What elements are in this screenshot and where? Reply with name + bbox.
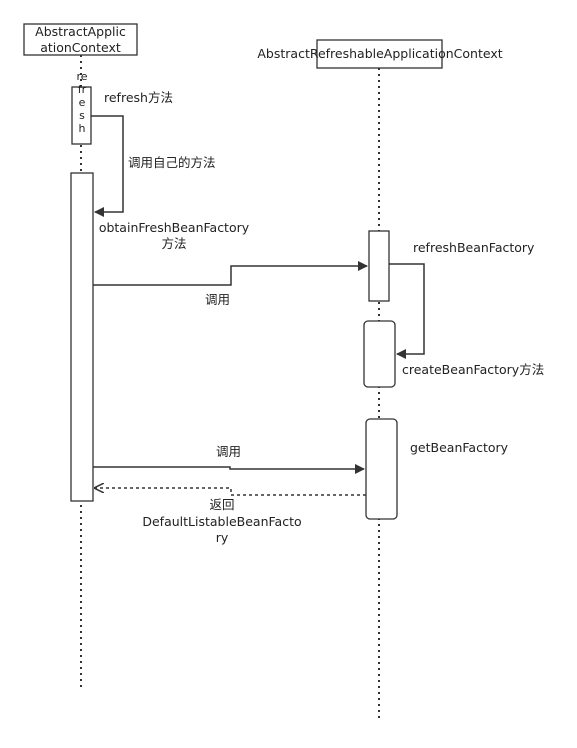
label-call-own-method: 调用自己的方法: [128, 155, 216, 170]
self-call-arrow-right: [389, 263, 425, 359]
participant-left-name-line1: AbstractApplic: [35, 24, 126, 39]
return-arrow: [95, 488, 366, 496]
label-obtain-fresh-bean-factory-line2: 方法: [161, 236, 187, 251]
label-return-value-line2: ry: [215, 530, 229, 545]
activation-right-create-bean-factory: [363, 320, 396, 388]
label-refresh-method: refresh方法: [104, 90, 173, 105]
label-refresh-bean-factory: refreshBeanFactory: [413, 240, 535, 255]
label-return: 返回: [209, 497, 235, 512]
label-call-2: 调用: [216, 444, 242, 459]
activation-refresh-vertical-label: refresh: [76, 70, 88, 135]
call-arrow-refresh-bean-factory: [93, 261, 368, 286]
label-create-bean-factory: createBeanFactory方法: [402, 362, 545, 377]
activation-right-refresh-bean-factory: [368, 230, 390, 302]
call-arrow-get-bean-factory: [93, 464, 365, 474]
label-call-1: 调用: [205, 292, 231, 307]
activation-right-get-bean-factory: [365, 418, 398, 520]
participant-left-name-line2: ationContext: [40, 40, 121, 55]
participant-left-box: [23, 23, 138, 56]
label-return-value-line1: DefaultListableBeanFacto: [142, 514, 302, 529]
activation-left-main: [70, 172, 94, 502]
self-call-arrow-left: [91, 115, 124, 217]
label-get-bean-factory: getBeanFactory: [410, 440, 509, 455]
participant-right-name: AbstractRefreshableApplicationContext: [257, 46, 503, 61]
label-obtain-fresh-bean-factory-line1: obtainFreshBeanFactory: [98, 220, 250, 235]
participant-right-box: [316, 39, 443, 69]
